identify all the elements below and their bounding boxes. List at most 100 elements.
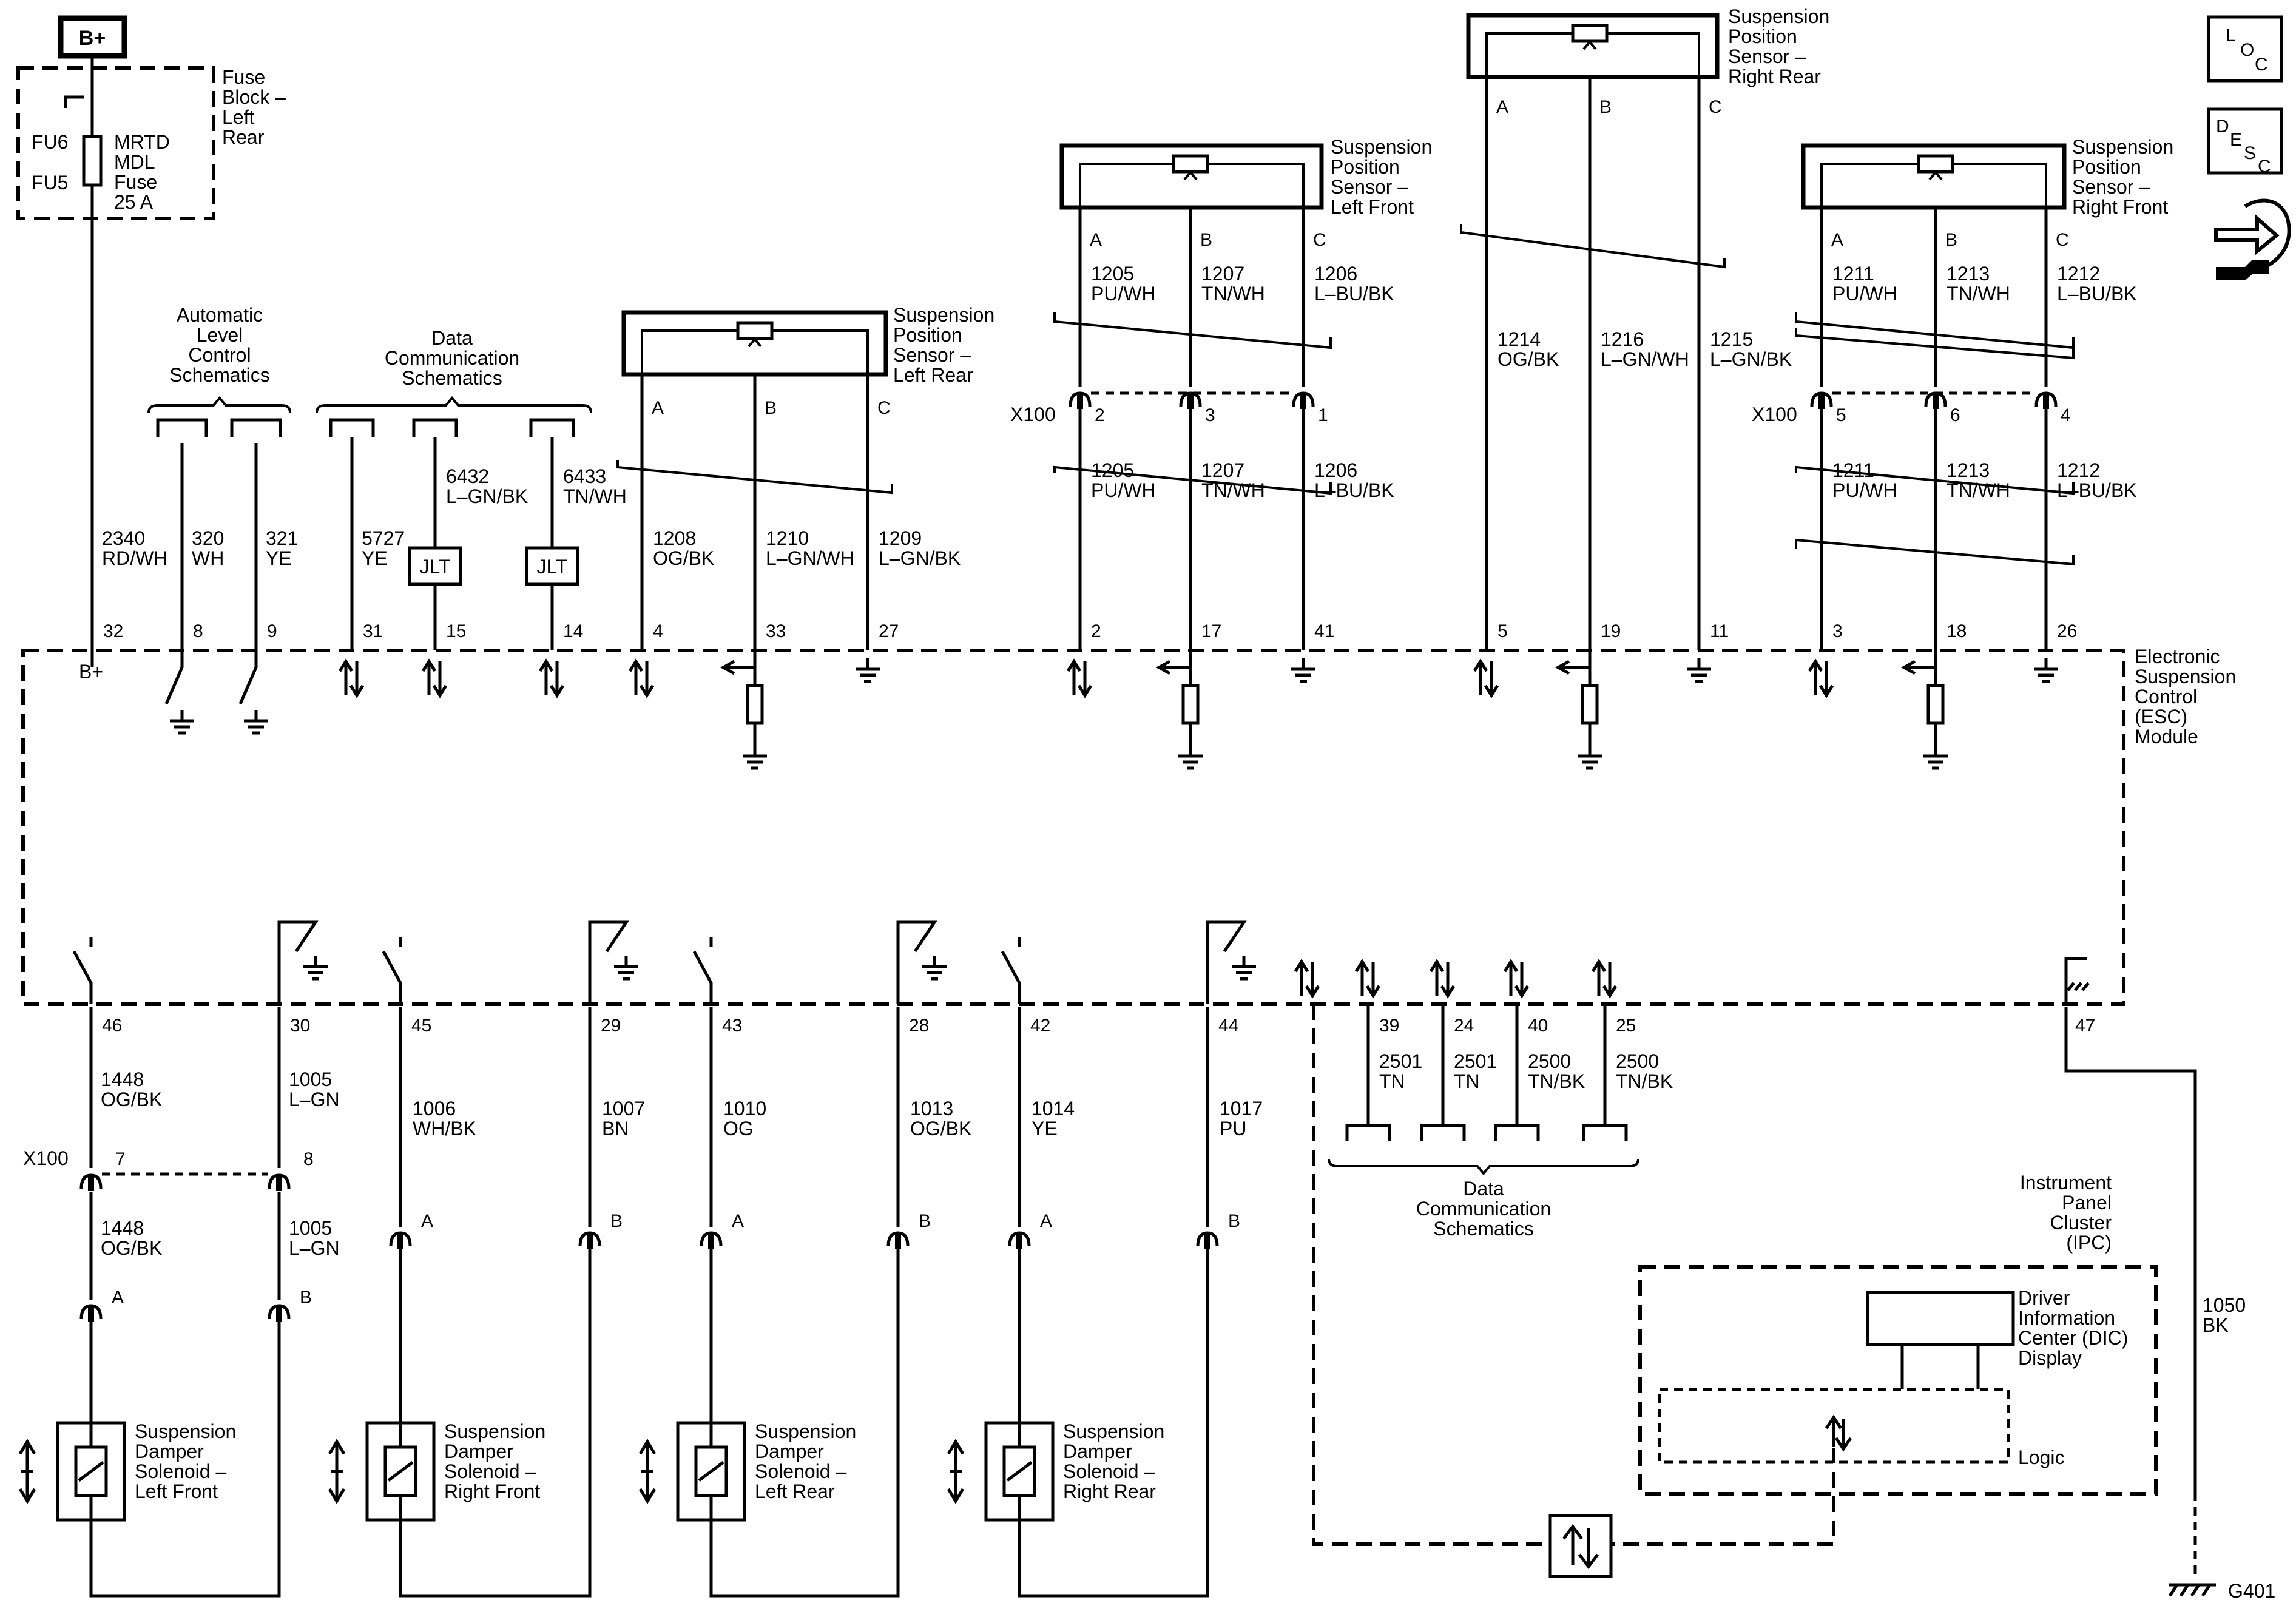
esc-pin-label: 4 — [653, 621, 663, 641]
shield-line — [1795, 538, 2075, 566]
shield-line — [1460, 224, 1726, 269]
solenoid-wire — [709, 1249, 900, 1598]
svg-text:E: E — [2230, 130, 2242, 150]
connector-pin-label: B — [300, 1288, 312, 1308]
ground-icon — [743, 745, 767, 770]
esc-pin-label: 2 — [1091, 621, 1101, 641]
ref-connector — [329, 418, 375, 437]
connector-pin-label: A — [112, 1288, 124, 1308]
sensor-pin-label: A — [1496, 97, 1508, 117]
connector-pin-label: A — [732, 1211, 744, 1231]
ref-connector — [230, 418, 282, 437]
ref-connector — [156, 418, 208, 437]
esc-pin-label: 25 — [1616, 1016, 1636, 1036]
esc-pin-label: 11 — [1710, 621, 1729, 641]
x100-pin-label: 8 — [303, 1149, 314, 1169]
x100-pin-label: 5 — [1836, 405, 1846, 425]
esc-pin-label: 24 — [1454, 1016, 1474, 1036]
shield-line — [1795, 312, 2075, 349]
ground-icon — [2034, 658, 2058, 683]
bidirectional-icon — [1354, 959, 1381, 999]
connector-pin — [397, 1233, 403, 1249]
ground-icon — [614, 956, 638, 981]
solenoid-wire — [89, 1322, 281, 1598]
connector-pin-label: B — [610, 1211, 623, 1231]
ground-icon — [170, 710, 194, 735]
driver-switch — [72, 937, 93, 1004]
connector-pin — [1187, 393, 1194, 409]
sensor-pin-label: C — [2056, 230, 2069, 250]
shield-line — [1795, 465, 2075, 495]
sensor-pin-label: B — [1945, 230, 1957, 250]
ground-icon — [922, 956, 947, 981]
esc-pin-label: 27 — [879, 621, 899, 641]
ipc-bidirectional-icon — [1825, 1414, 1852, 1452]
ground-icon — [1578, 745, 1602, 770]
adjust-arrows-icon — [18, 1439, 36, 1504]
bidirectional-icon — [1294, 959, 1320, 999]
esc-pin-label: 3 — [1832, 621, 1843, 641]
jlt-box — [408, 546, 462, 586]
sensor-pin-label: B — [1200, 230, 1212, 250]
sensor-wiper — [736, 321, 774, 340]
esc-pin-label: 26 — [2057, 621, 2077, 641]
x100-pin-label: 7 — [115, 1149, 126, 1169]
connector-pin — [1300, 393, 1306, 409]
esc-pin-label: 8 — [193, 621, 203, 641]
bidirectional-icon — [421, 658, 448, 698]
x100-pin-label: 3 — [1205, 405, 1215, 425]
bidirectional-icon — [1066, 658, 1093, 698]
jlt-label: JLT — [420, 556, 451, 578]
ground-icon — [1232, 956, 1256, 981]
shield-line — [1053, 312, 1332, 349]
connector-pin-label: B — [1228, 1211, 1240, 1231]
auto-level-bracket — [147, 396, 291, 413]
connector-pin — [2043, 393, 2049, 409]
sensor-pin-label: C — [1709, 97, 1722, 117]
connector-pin-label: B — [919, 1211, 931, 1231]
connector-pin — [276, 1306, 282, 1322]
ground-id: G401 — [2228, 1580, 2275, 1602]
resistor-icon — [1181, 684, 1200, 725]
svg-text:D: D — [2216, 116, 2229, 137]
fuse-id-fu5: FU5 — [32, 172, 68, 194]
serial-data-interface-icon — [1548, 1514, 1613, 1578]
connector-pin — [88, 1175, 94, 1191]
esc-pin-label: 14 — [563, 621, 583, 641]
sensor-wiper — [1571, 24, 1609, 43]
chassis-ground-icon — [2168, 1583, 2216, 1597]
